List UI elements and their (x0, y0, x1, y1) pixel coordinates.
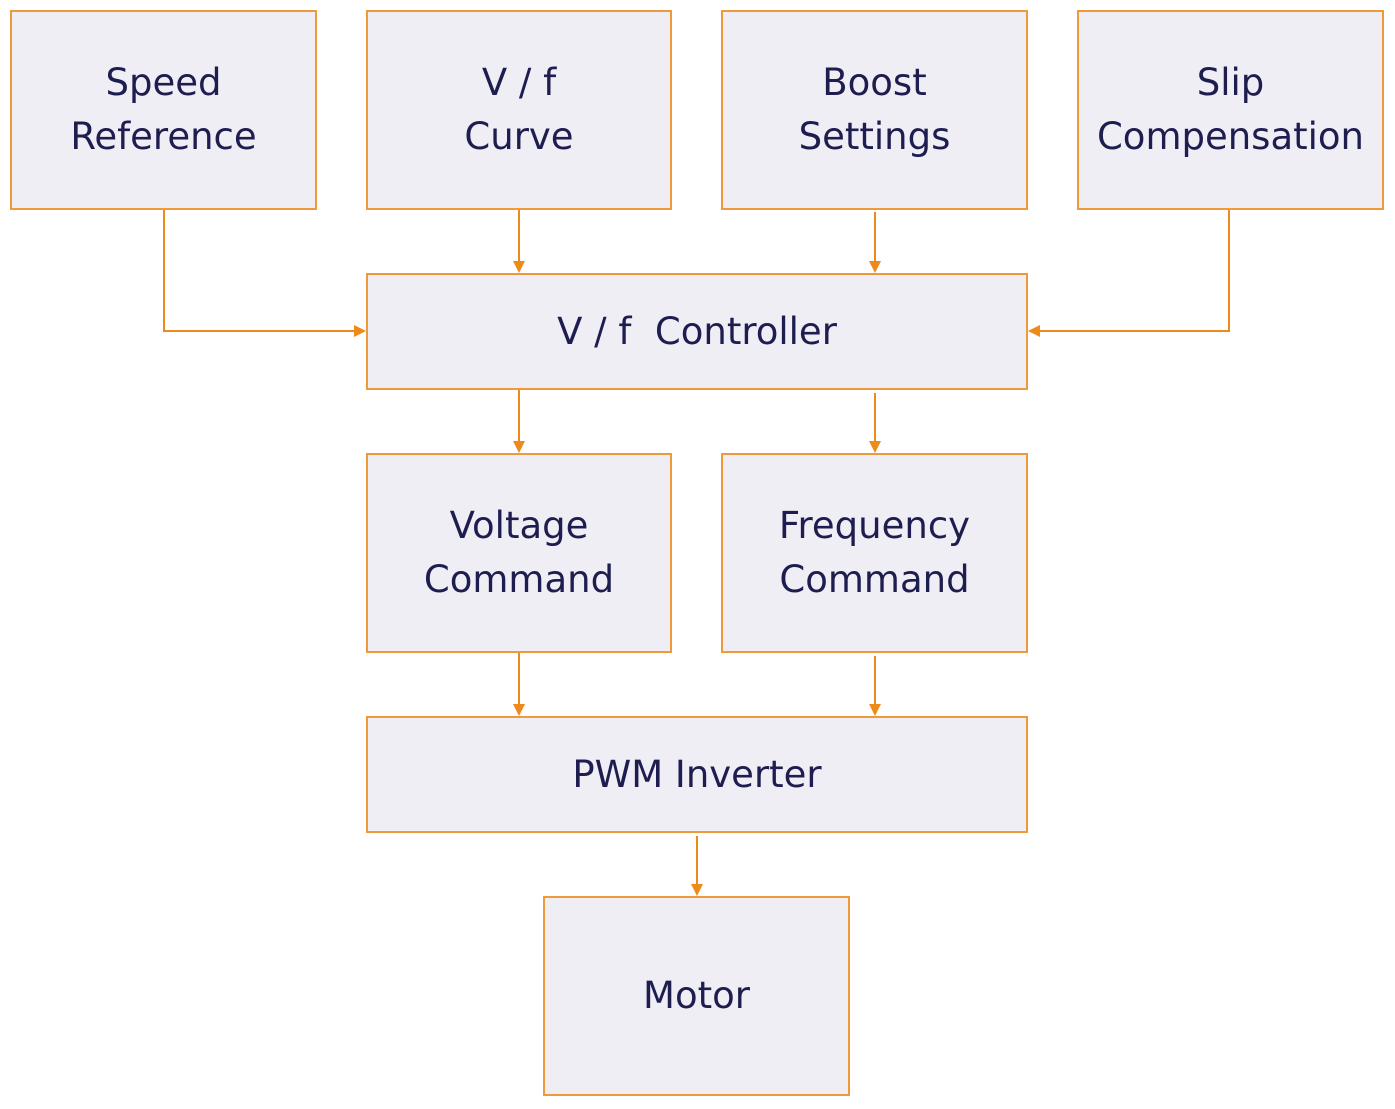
node-label-line: Frequency (778, 504, 971, 547)
arrow-slip-compensation-to-vf-controller (1028, 210, 1230, 337)
node-label-line: V / f Controller (557, 309, 837, 353)
node-label-line: Command (423, 558, 615, 601)
node-motor: Motor (543, 896, 850, 1096)
node-label-line: Command (779, 558, 970, 601)
node-pwm-inverter: PWM Inverter (366, 716, 1028, 833)
node-label-line: Motor (643, 974, 750, 1017)
node-label-line: Reference (70, 115, 257, 158)
arrow-speed-reference-to-vf-controller (163, 210, 366, 337)
node-label-line: Curve (464, 115, 574, 158)
node-label-line: Speed (105, 61, 222, 104)
node-label-line: Settings (798, 115, 951, 158)
node-label-line: PWM Inverter (572, 752, 822, 796)
node-label-line: Voltage (449, 504, 589, 547)
node-vf-curve: V / f Curve (366, 10, 672, 210)
node-label-line: Boost (822, 61, 927, 104)
node-label-line: Compensation (1096, 115, 1365, 158)
node-vf-controller: V / f Controller (366, 273, 1028, 390)
node-label-line: V / f (481, 61, 557, 104)
node-label-line: Slip (1196, 61, 1265, 104)
